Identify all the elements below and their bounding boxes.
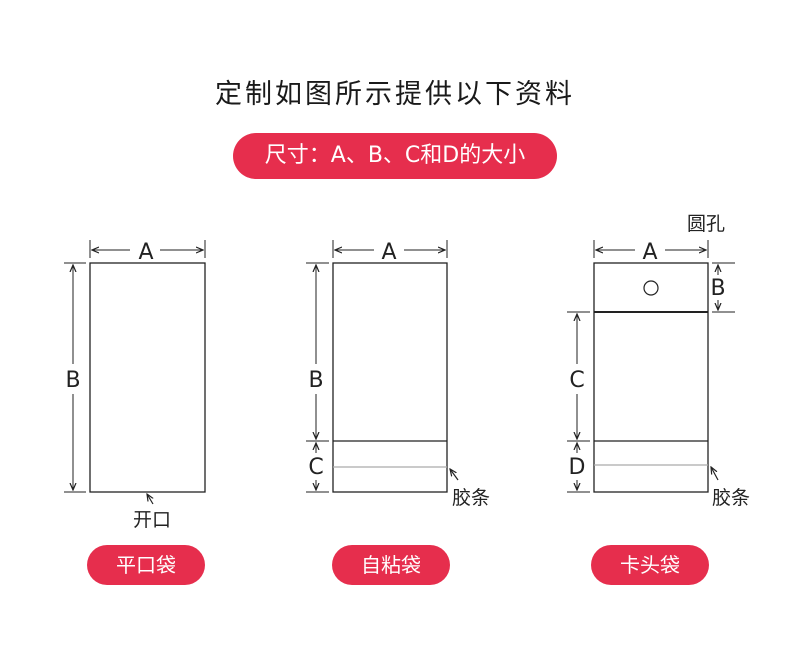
flat-bag-diagram: A B 开口 [64, 240, 206, 531]
header-bag-label-c: C [569, 368, 584, 393]
self-seal-glue-label: 胶条 [452, 487, 490, 509]
flat-bag-name: 平口袋 [87, 545, 205, 585]
page-title: 定制如图所示提供以下资料 [215, 79, 575, 110]
self-seal-label-c: C [308, 455, 323, 480]
self-seal-label-a: A [381, 240, 396, 265]
self-seal-bag-name: 自粘袋 [332, 545, 450, 585]
flat-bag-label-b: B [65, 368, 80, 393]
header-bag-outline [593, 262, 709, 493]
size-banner: 尺寸：A、B、C和D的大小 [233, 133, 557, 179]
flat-bag-outline [89, 262, 206, 493]
self-seal-bag-diagram: A B C 胶条 [306, 240, 490, 509]
self-seal-label-b: B [308, 368, 323, 393]
header-bag-name: 卡头袋 [591, 545, 709, 585]
flat-bag-label-a: A [138, 240, 153, 265]
opening-label: 开口 [133, 509, 171, 531]
self-seal-glue-pointer [450, 469, 459, 481]
header-bag-glue-label: 胶条 [712, 487, 750, 509]
header-bag-diagram: 圆孔 A B C D 胶条 [567, 213, 750, 509]
opening-pointer-arrow [147, 494, 153, 505]
hang-hole-icon [643, 280, 659, 296]
hole-label: 圆孔 [687, 213, 725, 235]
header-bag-label-b: B [710, 276, 725, 301]
header-bag-label-d: D [569, 455, 586, 480]
header-bag-label-a: A [642, 240, 657, 265]
header-bag-glue-pointer [711, 467, 719, 481]
self-seal-bag-outline [332, 262, 448, 493]
